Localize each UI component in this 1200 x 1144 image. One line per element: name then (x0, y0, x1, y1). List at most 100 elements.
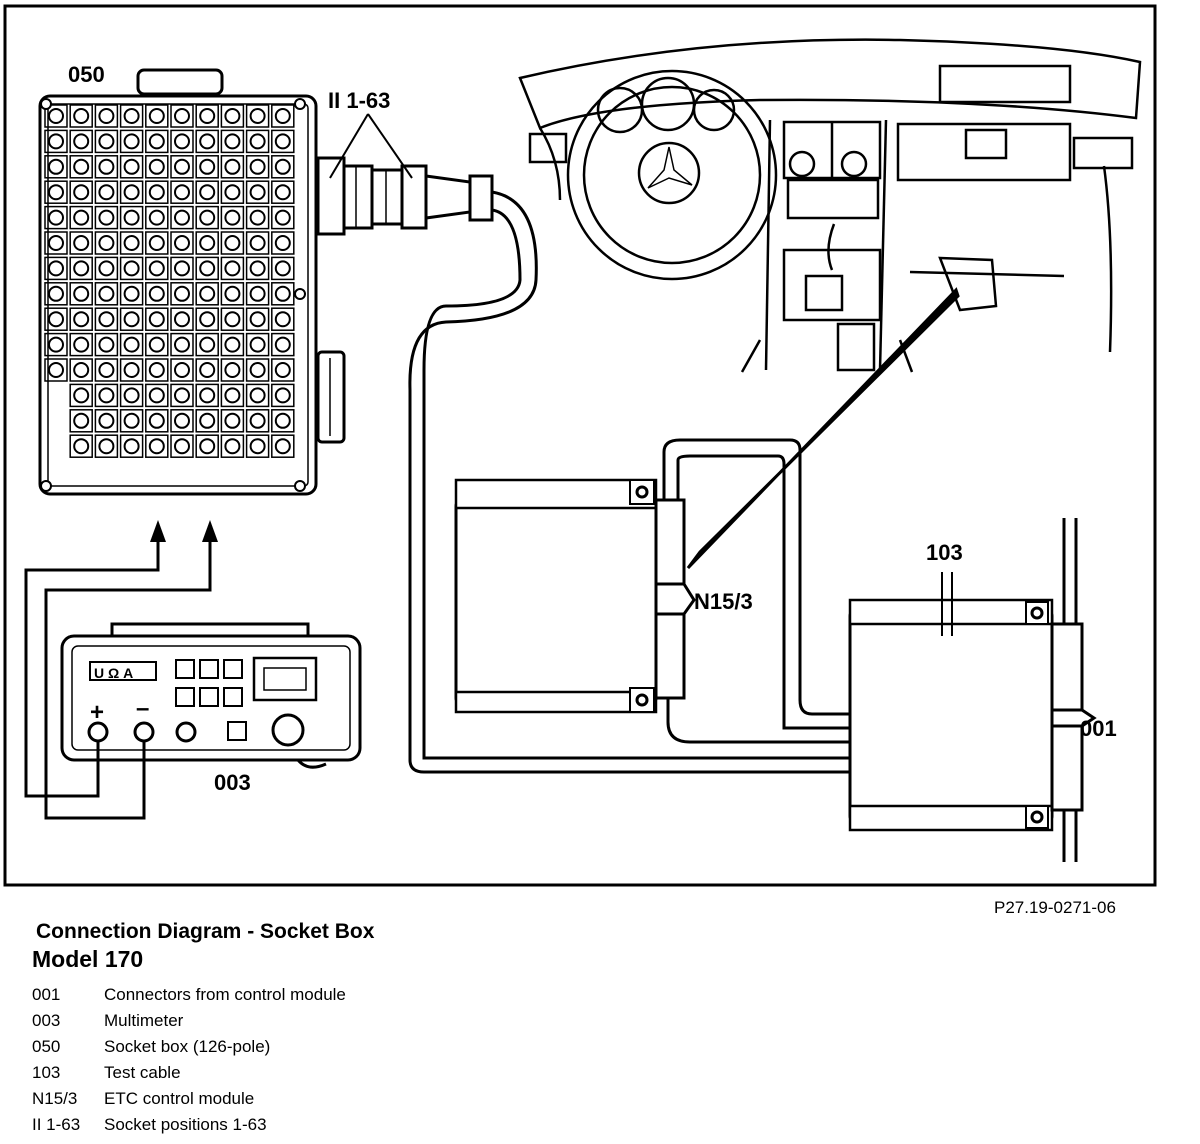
socket-cell (119, 434, 144, 458)
socket-cell (119, 307, 144, 331)
socket-hole (249, 260, 266, 277)
socket-hole (174, 235, 190, 251)
screw (40, 480, 52, 492)
socket-hole (73, 235, 90, 251)
socket-cell (170, 282, 194, 306)
socket-hole (123, 285, 140, 302)
socket-hole (73, 387, 90, 404)
socket-hole (123, 412, 140, 429)
socket-hole (174, 362, 190, 378)
socket-cell (220, 129, 245, 154)
socket-hole (73, 438, 90, 455)
socket-hole (48, 362, 64, 378)
socket-hole (148, 158, 165, 175)
socket-hole (73, 311, 90, 328)
socket-cell (170, 104, 194, 128)
socket-cell (195, 180, 219, 204)
screw (294, 288, 306, 300)
socket-cell (271, 383, 295, 408)
socket-cell (119, 155, 144, 179)
socket-cell (195, 332, 219, 357)
socket-cell (69, 129, 93, 154)
socket-cell (195, 205, 219, 230)
socket-hole (199, 158, 216, 175)
legend-code: N15/3 (32, 1089, 78, 1108)
socket-cell (69, 180, 93, 204)
socket-cell (145, 358, 169, 382)
socket-cell (145, 434, 169, 458)
socket-hole (274, 209, 291, 226)
socket-cell (245, 332, 270, 357)
socket-cell (69, 231, 93, 255)
socket-cell (245, 256, 270, 281)
socket-cell (220, 205, 245, 230)
socket-cell (69, 104, 93, 128)
socket-cell (220, 256, 245, 281)
socket-hole (249, 285, 266, 302)
socket-cell (245, 104, 270, 128)
socket-box (38, 68, 346, 496)
socket-hole (249, 362, 266, 378)
socket-hole (148, 133, 165, 150)
socket-cell (119, 282, 144, 306)
socket-hole (249, 311, 266, 328)
socket-hole (123, 184, 140, 201)
socket-hole (249, 235, 266, 251)
socket-cell (271, 104, 295, 128)
socket-cell (220, 104, 245, 128)
socket-hole (274, 285, 291, 302)
socket-cell (245, 180, 270, 204)
socket-hole (73, 336, 90, 353)
socket-cell (69, 434, 93, 458)
legend-desc: Socket positions 1-63 (104, 1115, 267, 1134)
socket-hole (48, 133, 64, 150)
socket-cell (195, 358, 219, 382)
socket-cell (94, 307, 119, 331)
socket-hole (48, 184, 64, 201)
socket-hole (148, 412, 165, 429)
socket-cell (220, 231, 245, 255)
socket-hole (274, 260, 291, 277)
socket-hole (148, 387, 165, 404)
socket-cell (271, 434, 295, 458)
socket-cell (220, 307, 245, 331)
multimeter (60, 622, 362, 769)
socket-hole (224, 311, 241, 328)
socket-cell (119, 180, 144, 204)
socket-cell (145, 205, 169, 230)
socket-hole (98, 412, 115, 429)
socket-cell (195, 231, 219, 255)
socket-hole (48, 235, 64, 251)
socket-hole (199, 235, 216, 251)
socket-hole (249, 336, 266, 353)
socket-cell (220, 282, 245, 306)
socket-cell (69, 383, 93, 408)
legend-code: 001 (32, 985, 61, 1004)
socket-hole (98, 311, 115, 328)
socket-hole (48, 260, 64, 277)
socket-hole (98, 108, 115, 124)
legend-code: 103 (32, 1063, 61, 1082)
test-cable-adapter (848, 598, 1097, 832)
socket-hole (48, 158, 64, 175)
socket-hole (148, 311, 165, 328)
socket-hole (73, 362, 90, 378)
socket-cell (69, 307, 93, 331)
socket-cell (119, 332, 144, 357)
socket-hole (123, 260, 140, 277)
location-pointer (686, 287, 960, 570)
socket-hole (199, 209, 216, 226)
socket-grid (40, 98, 306, 492)
socket-hole (98, 235, 115, 251)
socket-hole (274, 311, 291, 328)
socket-cell (170, 307, 194, 331)
socket-cell (195, 129, 219, 154)
socket-hole (123, 387, 140, 404)
socket-cell (195, 409, 219, 433)
socket-cell (220, 434, 245, 458)
socket-box-label: 050 (68, 62, 105, 87)
socket-hole (123, 362, 140, 378)
